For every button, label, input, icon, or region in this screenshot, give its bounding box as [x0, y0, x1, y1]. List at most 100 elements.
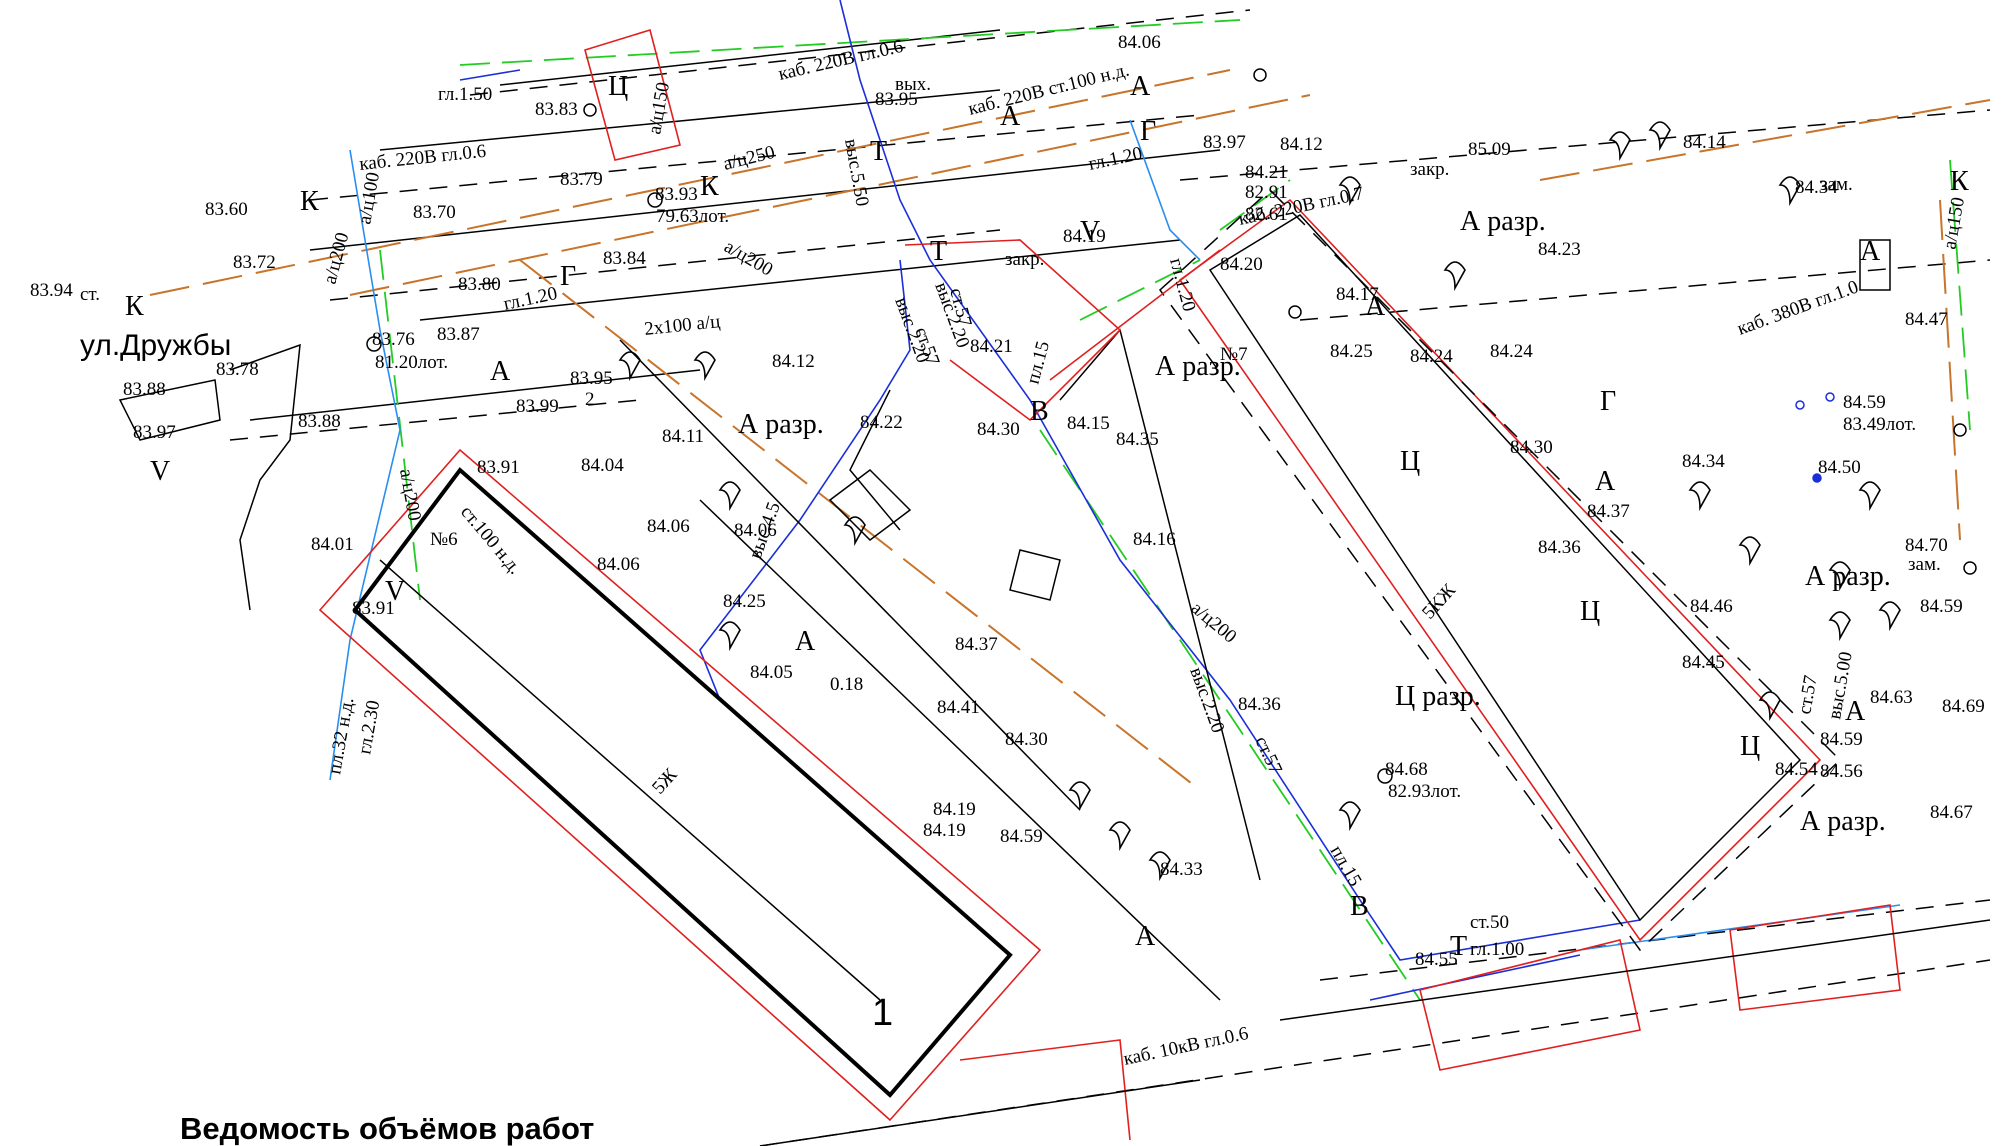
utility-label: а/ц100: [354, 171, 384, 226]
wells: [366, 68, 1977, 784]
cover-label: А: [1860, 236, 1881, 267]
tree-icon: [693, 351, 716, 382]
elevation-label: 83.76: [372, 329, 415, 350]
elevation-label: 84.63: [1870, 687, 1913, 708]
elevation-label: 84.45: [1682, 652, 1725, 673]
utility-label: ст.57: [1794, 674, 1821, 716]
cover-label: А: [1595, 466, 1616, 497]
cover-label: А: [795, 626, 816, 657]
cover-label: Ц: [1740, 731, 1760, 762]
elevation-label: 84.59: [1000, 826, 1043, 847]
elevation-label: 83.91: [477, 457, 520, 478]
elevation-label: 84.59: [1920, 596, 1963, 617]
utility-label: ст.: [80, 284, 100, 305]
elevation-label: 84.50: [1818, 457, 1861, 478]
elevation-label: 84.04: [581, 455, 624, 476]
cover-label: V: [150, 456, 170, 487]
linework: [118, 0, 1991, 1146]
tree-icon: [1338, 176, 1361, 207]
tree-icon: [1443, 261, 1466, 292]
utility-label: 2х100 а/ц: [643, 311, 721, 340]
elevation-label: 0.18: [830, 674, 863, 695]
elevation-label: 84.70: [1905, 535, 1948, 556]
cover-label: А разр.: [1800, 806, 1886, 837]
elevation-label: 84.47: [1905, 309, 1948, 330]
tree-icon: [1338, 801, 1361, 832]
utility-label: вых.: [895, 74, 931, 95]
well-icon: [366, 336, 382, 352]
utility-label: а/ц150: [1939, 196, 1969, 251]
cover-label: А: [1845, 696, 1866, 727]
elevation-label: 83.95: [570, 368, 613, 389]
elevation-label: 84.41: [937, 697, 980, 718]
cover-label: Г: [560, 261, 576, 292]
elevation-label: 83.97: [1203, 132, 1246, 153]
cover-label: А разр.: [1155, 351, 1241, 382]
elevation-label: 84.68: [1385, 759, 1428, 780]
utility-label: каб. 380В гл.1.0: [1735, 276, 1862, 339]
utility-label: а/ц150: [644, 81, 674, 136]
elevation-label: 81.20лот.: [375, 352, 448, 373]
cover-label: А: [1000, 101, 1021, 132]
tree-icon: [843, 516, 866, 547]
elevation-label: 83.88: [123, 379, 166, 400]
elevation-label: 83.80: [458, 274, 501, 295]
cover-label: V: [1080, 216, 1100, 247]
elevation-label: 84.59: [1843, 392, 1886, 413]
elevation-label: 84.14: [1683, 132, 1726, 153]
elevation-label: 84.34: [1682, 451, 1725, 472]
elevation-label: 83.94: [30, 280, 73, 301]
utility-label: ст.50: [1470, 912, 1509, 933]
cover-label: Ц: [1400, 446, 1420, 477]
elevation-label: 83.79: [560, 169, 603, 190]
elevation-label: 84.55: [1415, 949, 1458, 970]
cover-label: Ц: [1580, 596, 1600, 627]
tree-icon: [718, 481, 741, 512]
elevation-label: 84.19: [933, 799, 976, 820]
cover-label: Т: [870, 136, 887, 167]
utility-label: закр.: [1005, 249, 1044, 270]
utility-label: гл.1.20: [1087, 143, 1144, 175]
utility-label: каб. 10кВ гл.0.6: [1122, 1023, 1251, 1070]
tree-icon: [1148, 851, 1171, 882]
elevation-label: 82.61: [1245, 204, 1288, 225]
utility-label: выс.2.20: [1185, 665, 1228, 736]
cover-label: К: [700, 171, 719, 202]
elevation-label: 83.88: [298, 411, 341, 432]
tree-icon: [1068, 781, 1091, 812]
elevation-label: 84.34: [1795, 177, 1838, 198]
tree-icon: [1828, 611, 1851, 642]
page-title: Ведомость объёмов работ: [180, 1111, 594, 1146]
elevation-label: 84.25: [723, 591, 766, 612]
elevation-label: 84.24: [1410, 346, 1453, 367]
utility-label: каб. 220В ст.100 н.д.: [966, 60, 1131, 120]
cover-label: А: [1135, 921, 1156, 952]
cover-label: Т: [1450, 931, 1467, 962]
tree-icon: [1778, 176, 1801, 207]
cover-label: Ц: [608, 71, 628, 102]
street-name: ул.Дружбы: [80, 329, 231, 362]
building-3-type: 5КЖ: [1418, 579, 1460, 623]
cover-label: К: [125, 291, 144, 322]
tree-icon: [1608, 131, 1631, 162]
building-1-number: 1: [872, 992, 893, 1034]
elevation-label: 85.09: [1468, 139, 1511, 160]
well-icon: [1963, 561, 1977, 575]
cover-label: Г: [1140, 116, 1156, 147]
tree-icon: [1688, 481, 1711, 512]
elevation-label: 84.19: [923, 820, 966, 841]
tree-icon: [1878, 601, 1901, 632]
cover-label: А: [1365, 291, 1386, 322]
utility-label: а/ц200: [395, 467, 425, 522]
elevation-label: 82.91: [1245, 182, 1288, 203]
elevation-label: 84.11: [662, 426, 704, 447]
utility-label: выс.5.50: [840, 137, 873, 208]
cover-label: К: [1950, 166, 1969, 197]
building-3-outline: [1208, 214, 1802, 922]
elevation-label: 83.70: [413, 202, 456, 223]
cover-label: Т: [930, 236, 947, 267]
elevation-label: 84.30: [1005, 729, 1048, 750]
elevation-label: 84.22: [860, 412, 903, 433]
elevation-label: 84.21: [1245, 162, 1288, 183]
